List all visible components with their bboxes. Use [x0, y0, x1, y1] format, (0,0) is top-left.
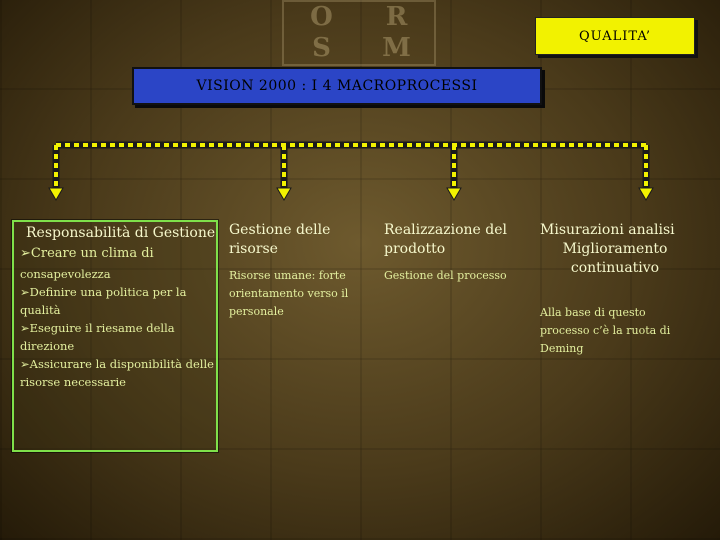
arrow-bullet-icon: ➢: [20, 357, 30, 371]
background-seal: O R S M: [282, 0, 436, 66]
column-realizzazione: Realizzazione del prodotto Gestione del …: [384, 221, 534, 285]
column-responsabilita: Responsabilità di Gestione ➢Creare un cl…: [11, 219, 219, 453]
topic-label: QUALITA’: [535, 17, 695, 55]
list-item-continuation: consapevolezza: [20, 267, 111, 281]
arrowhead-4: [638, 187, 654, 201]
column-heading: Gestione delle: [229, 222, 331, 238]
list-item-continuation: direzione: [20, 339, 75, 353]
column-body-line: personale: [229, 305, 284, 318]
arrowhead-3: [446, 187, 462, 201]
column-heading: risorse: [229, 241, 278, 257]
list-item-continuation: qualità: [20, 303, 61, 317]
column-heading: Responsabilità di Gestione: [26, 225, 216, 241]
arrow-bullet-icon: ➢: [20, 246, 31, 261]
column-gestione-risorse: Gestione delle risorse Risorse umane: fo…: [229, 221, 369, 321]
column-body-line: orientamento verso il: [229, 287, 349, 300]
seal-letter: M: [382, 33, 411, 63]
bullet-list: ➢Creare un clima di consapevolezza ➢Defi…: [20, 245, 216, 391]
topic-text: QUALITA’: [579, 28, 651, 44]
list-item: ➢Assicurare la disponibilità delle: [20, 357, 214, 371]
slide-title: VISION 2000 : I 4 MACROPROCESSI: [132, 67, 542, 105]
column-heading: prodotto: [384, 241, 446, 257]
column-misurazioni: Misurazioni analisi Miglioramento contin…: [540, 221, 690, 358]
seal-letter: O: [310, 2, 333, 32]
arrow-bullet-icon: ➢: [20, 321, 30, 335]
column-heading: Misurazioni analisi: [540, 222, 675, 238]
title-text: VISION 2000 : I 4 MACROPROCESSI: [196, 78, 478, 94]
column-body-line: Gestione del processo: [384, 269, 507, 282]
seal-letter: R: [385, 2, 408, 32]
column-body-line: Alla base di questo: [540, 306, 646, 319]
list-item: ➢Definire una politica per la: [20, 285, 187, 299]
list-item: ➢Creare un clima di: [20, 246, 154, 261]
arrow-bullet-icon: ➢: [20, 285, 30, 299]
column-body-line: Deming: [540, 342, 584, 355]
column-heading: continuativo: [570, 260, 660, 276]
arrowhead-2: [276, 187, 292, 201]
column-body-line: processo c’è la ruota di: [540, 324, 671, 337]
list-item: ➢Eseguire il riesame della: [20, 321, 175, 335]
column-heading: Realizzazione del: [384, 222, 507, 238]
column-body-line: Risorse umane: forte: [229, 269, 346, 282]
list-item-continuation: risorse necessarie: [20, 375, 126, 389]
column-heading: Miglioramento: [562, 241, 668, 257]
seal-letter: S: [312, 33, 331, 63]
arrowhead-1: [48, 187, 64, 201]
